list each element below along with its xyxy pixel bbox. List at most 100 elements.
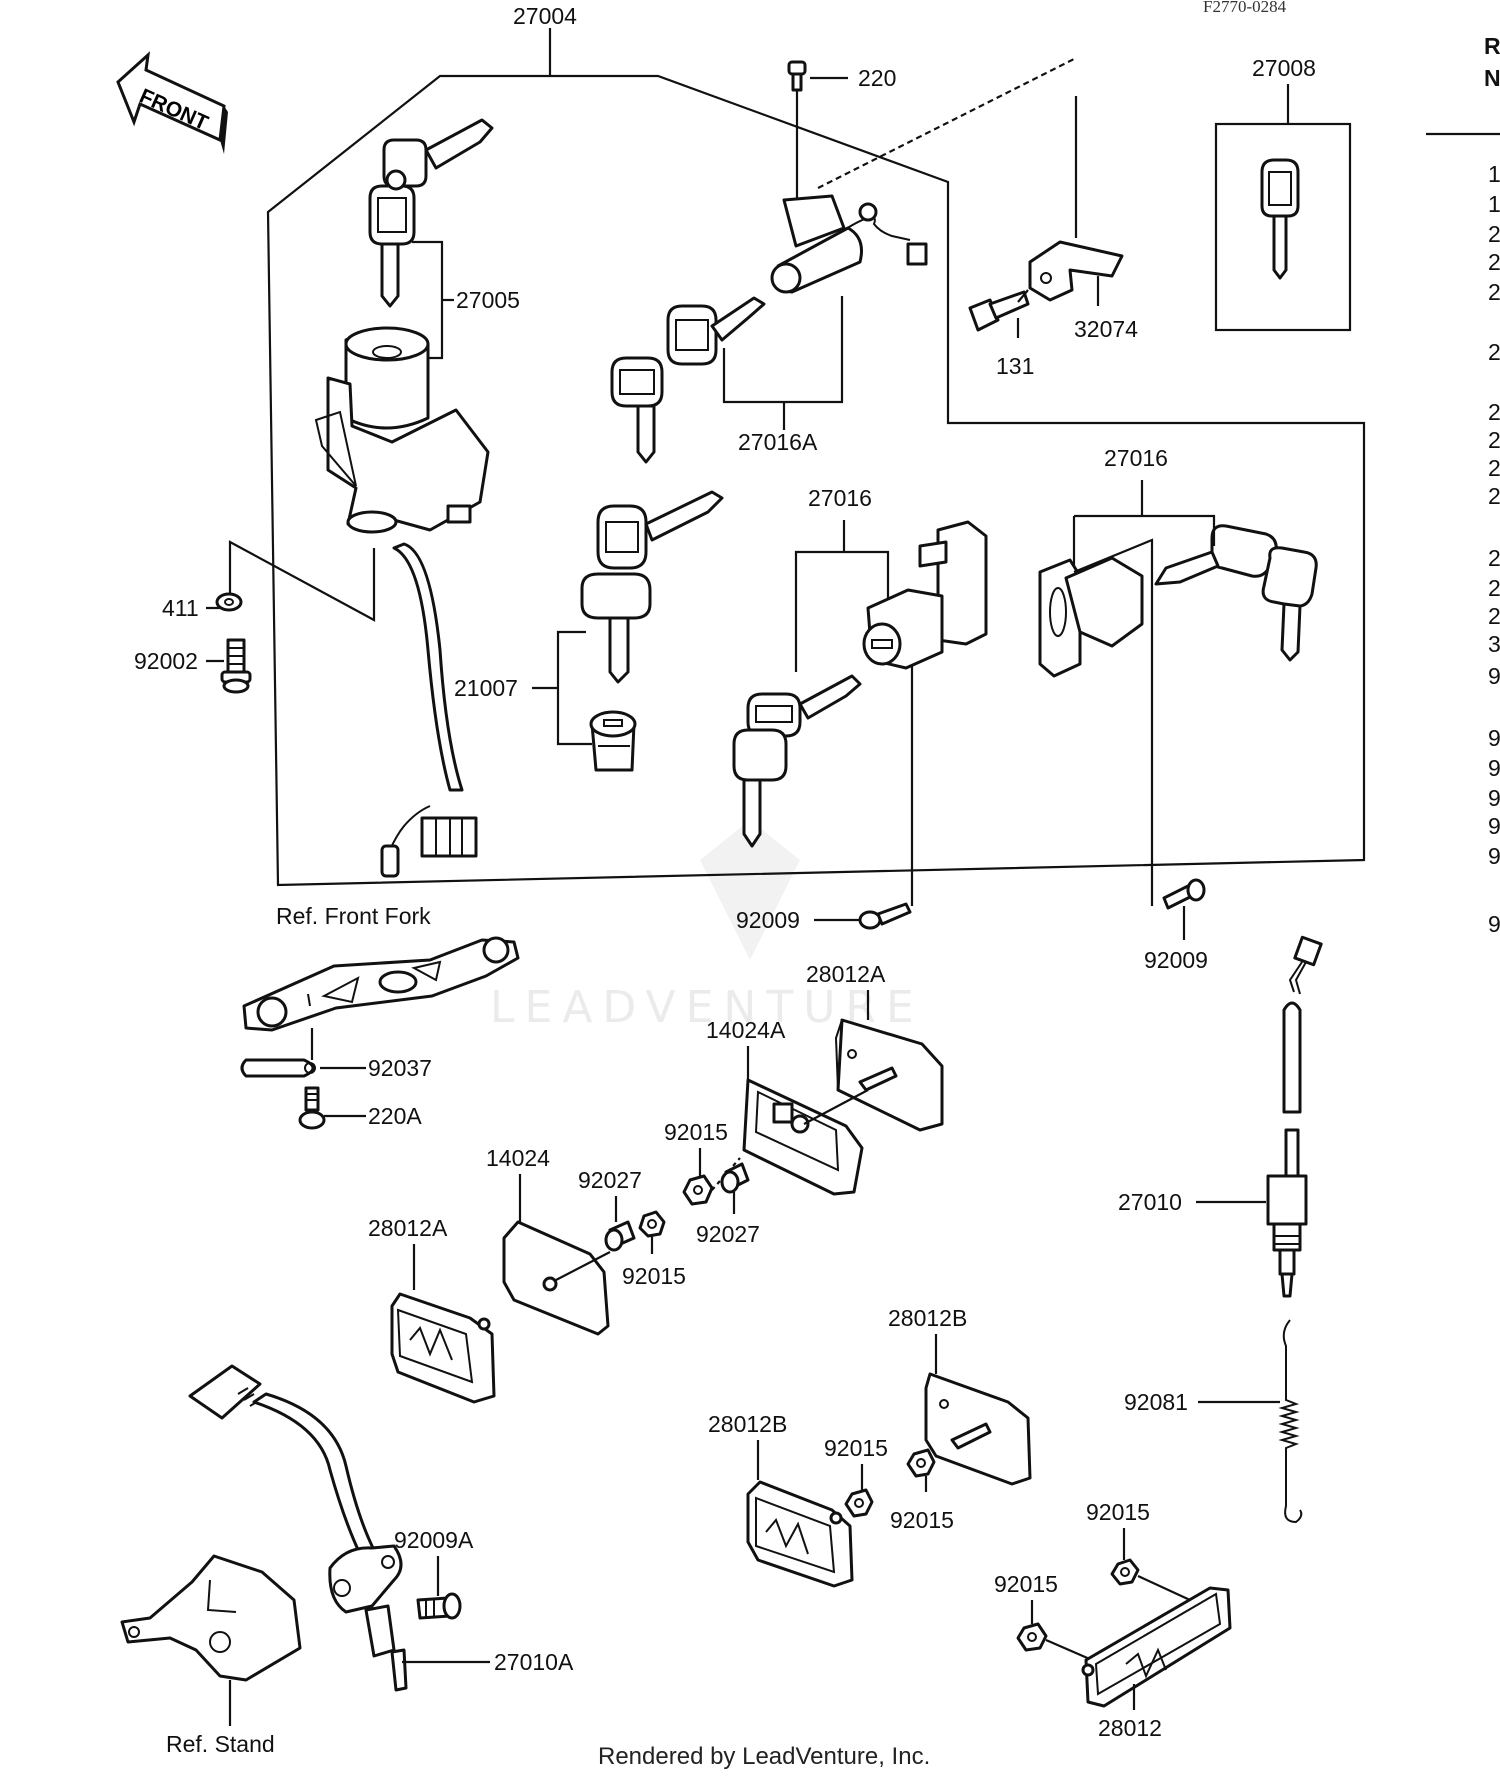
reflector-28012A-left-icon xyxy=(390,1292,496,1404)
label-27005: 27005 xyxy=(456,287,520,313)
label-92009-right: 92009 xyxy=(1144,947,1208,973)
side-value: 2 xyxy=(1488,249,1500,275)
nut-92015-d-icon xyxy=(844,1488,874,1518)
side-value: 2 xyxy=(1488,427,1500,453)
leadventure-watermark: LEADVENTURE xyxy=(490,820,914,1033)
side-value: 9 xyxy=(1488,725,1500,751)
side-stand-switch-27010A-icon xyxy=(188,1364,408,1692)
side-header-2: N xyxy=(1484,65,1500,91)
side-value: 3 xyxy=(1488,631,1500,657)
side-value: 9 xyxy=(1488,911,1500,937)
label-27016-mid: 27016 xyxy=(808,485,872,511)
label-220: 220 xyxy=(858,65,896,91)
side-header-1: R xyxy=(1484,33,1500,59)
label-92015-c: 92015 xyxy=(890,1507,954,1533)
label-220A: 220A xyxy=(368,1103,422,1129)
screw-92009A-icon xyxy=(416,1592,462,1620)
screw-220A-icon xyxy=(298,1086,326,1130)
stand-bracket-icon xyxy=(120,1554,302,1682)
reflector-28012B-right-icon xyxy=(924,1372,1032,1486)
label-92002: 92002 xyxy=(134,648,198,674)
side-value: 2 xyxy=(1488,575,1500,601)
side-value: 9 xyxy=(1488,785,1500,811)
label-27016-right: 27016 xyxy=(1104,445,1168,471)
label-92015-b: 92015 xyxy=(622,1263,686,1289)
bracket-32074-icon xyxy=(1028,240,1124,302)
label-27010: 27010 xyxy=(1118,1189,1182,1215)
side-value: 2 xyxy=(1488,455,1500,481)
side-value: 9 xyxy=(1488,663,1500,689)
ignition-set-outline xyxy=(266,74,1366,887)
nut-92015-b-icon xyxy=(638,1210,666,1238)
reflector-28012-long-icon xyxy=(1081,1586,1232,1708)
screw-92009-right-icon xyxy=(1162,878,1206,910)
label-28012: 28012 xyxy=(1098,1715,1162,1741)
bolt-131-icon xyxy=(968,290,1030,332)
key-set-27016-right-icon xyxy=(1154,524,1318,662)
label-92015-a: 92015 xyxy=(664,1119,728,1145)
front-fork-bracket-icon xyxy=(242,936,520,1032)
label-32074: 32074 xyxy=(1074,316,1138,342)
bolt-92002-icon xyxy=(220,638,252,694)
tongue-92037-icon xyxy=(240,1058,316,1078)
label-92015-d: 92015 xyxy=(824,1435,888,1461)
label-131: 131 xyxy=(996,353,1034,379)
label-27010A: 27010A xyxy=(494,1649,574,1675)
washer-411-icon xyxy=(215,592,243,612)
side-value: 2 xyxy=(1488,603,1500,629)
label-92027-b: 92027 xyxy=(696,1221,760,1247)
side-value: 1 xyxy=(1488,191,1500,217)
nut-92015-c-icon xyxy=(906,1448,936,1478)
side-value: 9 xyxy=(1488,813,1500,839)
side-value: 2 xyxy=(1488,399,1500,425)
nut-92015-e-icon xyxy=(1110,1558,1140,1586)
reflector-bracket-14024-icon xyxy=(502,1220,610,1336)
label-ref-stand: Ref. Stand xyxy=(166,1731,275,1757)
reflector-28012A-top-icon xyxy=(834,1018,944,1132)
nut-92015-a-icon xyxy=(682,1174,714,1206)
label-92015-e: 92015 xyxy=(1086,1499,1150,1525)
spacer-92027-a-icon xyxy=(604,1220,636,1252)
key-set-27016A-icon xyxy=(610,296,766,464)
label-92027-a: 92027 xyxy=(578,1167,642,1193)
key-27008-icon xyxy=(1260,158,1300,280)
label-411: 411 xyxy=(162,595,199,621)
side-value: 2 xyxy=(1488,545,1500,571)
ignition-switch-icon xyxy=(314,326,490,878)
label-ref-front-fork: Ref. Front Fork xyxy=(276,903,431,929)
front-arrow-icon: FRONT xyxy=(116,51,228,154)
side-value: 2 xyxy=(1488,221,1500,247)
label-28012A-left: 28012A xyxy=(368,1215,448,1241)
key-27008-box xyxy=(1214,122,1352,332)
label-27008: 27008 xyxy=(1252,55,1316,81)
spring-92081-icon xyxy=(1278,1319,1303,1524)
label-14024: 14024 xyxy=(486,1145,550,1171)
helmet-lock-27016-mid-icon xyxy=(862,520,988,670)
key-set-27016-mid-icon xyxy=(732,674,862,848)
label-28012A-top: 28012A xyxy=(806,961,886,987)
side-value: 2 xyxy=(1488,279,1500,305)
footer-credit: Rendered by LeadVenture, Inc. xyxy=(598,1743,930,1770)
label-28012B-right: 28012B xyxy=(888,1305,967,1331)
side-value: 9 xyxy=(1488,843,1500,869)
nut-92015-f-icon xyxy=(1016,1622,1048,1652)
seat-lock-27016A-icon xyxy=(770,194,928,294)
label-92009-mid: 92009 xyxy=(736,907,800,933)
side-value: 9 xyxy=(1488,755,1500,781)
diagram-code: F2770-0284 xyxy=(1203,0,1287,16)
side-value: 1 xyxy=(1488,161,1500,187)
screw-220-icon xyxy=(787,60,807,92)
key-set-21007-icon xyxy=(580,490,724,684)
side-value: 2 xyxy=(1488,483,1500,509)
label-92015-f: 92015 xyxy=(994,1571,1058,1597)
reflector-bracket-14024A-icon xyxy=(742,1078,864,1196)
label-14024A: 14024A xyxy=(706,1017,786,1043)
neutral-switch-27010-icon xyxy=(1266,935,1323,1298)
label-92009A: 92009A xyxy=(394,1527,474,1553)
lock-cylinder-21007-icon xyxy=(589,710,637,772)
side-value: 2 xyxy=(1488,339,1500,365)
label-27016A: 27016A xyxy=(738,429,818,455)
